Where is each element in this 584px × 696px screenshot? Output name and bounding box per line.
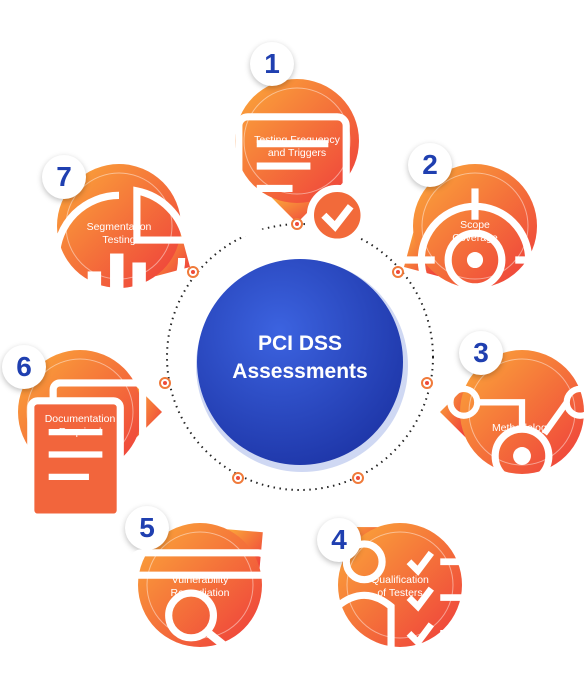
- step-documentation: 6 Documentation Required: [0, 327, 165, 521]
- step-number: 5: [125, 506, 169, 550]
- connector-dot: [352, 472, 364, 484]
- step-number: 2: [408, 143, 452, 187]
- center-circle: [196, 259, 408, 472]
- step-label-line: Coverage: [452, 232, 498, 244]
- step-number: 6: [2, 345, 46, 389]
- step-number: 1: [250, 42, 294, 86]
- connector-dot: [187, 266, 199, 278]
- gears-flow-icon: [447, 385, 584, 527]
- center-title-line2: Assessments: [232, 360, 368, 383]
- step-label-line: Methodology: [491, 422, 553, 434]
- step-label: Vulnerability Remediation: [140, 574, 260, 600]
- connector-dot: [392, 266, 404, 278]
- step-label: Testing Frequency and Triggers: [237, 134, 357, 160]
- step-number: 3: [459, 331, 503, 375]
- step-vulnerability-remediation: 5 Vulnerability Remediation: [115, 500, 285, 678]
- connector-dot: [291, 218, 303, 230]
- step-label-line: Testing Frequency: [254, 134, 340, 146]
- step-label: Segmentation Testing: [59, 221, 179, 247]
- browser-scan-icon: [129, 549, 271, 678]
- step-segmentation-testing: 7 Segmentation Testing: [34, 141, 204, 325]
- step-qualification: 4 Qualification of Testers: [315, 500, 485, 679]
- center-title: PCI DSS Assessments: [190, 330, 410, 386]
- tester-checklist-icon: [333, 540, 472, 679]
- step-label-line: Required: [58, 426, 102, 438]
- step-label-line: Scope: [460, 219, 490, 231]
- target-icon: [403, 188, 547, 332]
- connector-dot: [159, 377, 171, 389]
- connector-dot: [232, 472, 244, 484]
- step-testing-frequency: 1 Testing Frequency and Triggers: [212, 42, 382, 246]
- step-label-line: of Testers: [377, 587, 423, 599]
- center-title-line1: PCI DSS: [257, 332, 343, 355]
- step-methodology: 3 Methodology: [437, 327, 584, 527]
- step-scope-coverage: 2 Scope Coverage: [390, 141, 560, 332]
- checklist-icon: [235, 113, 368, 246]
- step-label: Scope Coverage: [415, 219, 535, 245]
- step-number: 4: [317, 518, 361, 562]
- step-label: Documentation Required: [20, 413, 140, 439]
- step-label-line: Qualification: [371, 574, 429, 586]
- step-label-line: Remediation: [170, 587, 230, 599]
- connector-dot: [421, 377, 433, 389]
- step-label-line: Segmentation: [86, 221, 152, 233]
- step-label-line: Testing: [102, 234, 136, 246]
- step-label-line: Documentation: [44, 413, 116, 425]
- step-number: 7: [42, 155, 86, 199]
- step-label: Methodology: [462, 422, 582, 435]
- documents-icon: [27, 379, 147, 521]
- step-label-line: Vulnerability: [171, 574, 229, 586]
- step-label-line: and Triggers: [267, 147, 327, 159]
- step-label: Qualification of Testers: [340, 574, 460, 600]
- segment-chart-icon: [52, 186, 191, 325]
